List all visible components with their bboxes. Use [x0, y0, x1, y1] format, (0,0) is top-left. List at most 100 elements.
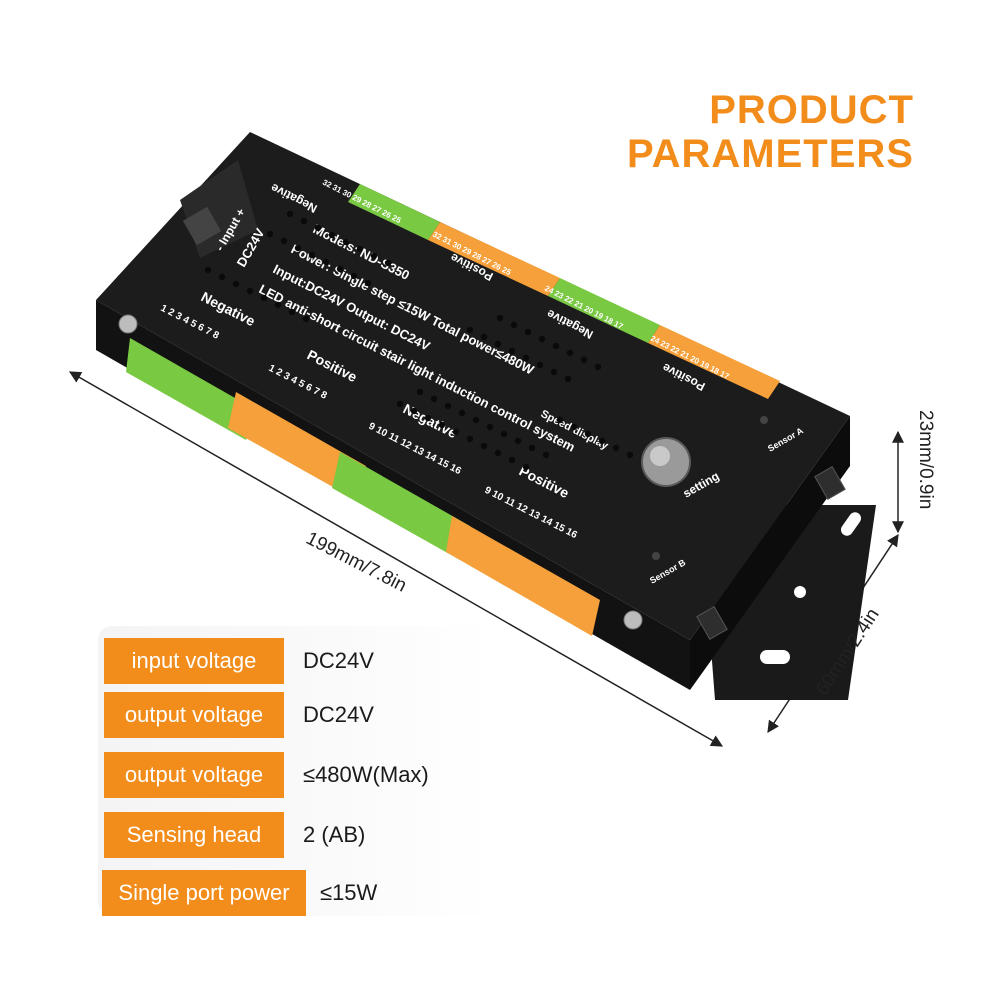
indicator-led: [536, 361, 544, 369]
indicator-led: [552, 342, 560, 350]
sensor-b-indicator: [652, 552, 660, 560]
indicator-led: [430, 395, 438, 403]
back-terminal-green-2: [548, 278, 660, 343]
indicator-led: [580, 356, 588, 364]
indicator-led: [274, 301, 282, 309]
indicator-led: [364, 279, 372, 287]
spec-row: output voltage DC24V: [98, 692, 492, 738]
indicator-led: [336, 265, 344, 273]
indicator-led: [396, 400, 404, 408]
heading-line-1: PRODUCT: [709, 88, 914, 132]
terminal-green-negative-1-8: [126, 338, 256, 440]
indicator-led: [528, 444, 536, 452]
spec-label: Single port power: [102, 870, 306, 916]
indicator-led: [246, 287, 254, 295]
terminal-orange-positive-1-8: [228, 392, 366, 500]
terminal-orange-positive-9-16: [446, 516, 600, 636]
length-dimension-arrow: [68, 371, 724, 747]
indicator-led: [486, 423, 494, 431]
indicator-led: [302, 315, 310, 323]
spec-row: input voltage DC24V: [98, 638, 492, 684]
indicator-led: [566, 349, 574, 357]
back-terminal-orange-2: [648, 325, 780, 399]
indicator-led: [458, 409, 466, 417]
indicator-led: [204, 266, 212, 274]
spec-table: input voltage DC24V output voltage DC24V…: [98, 626, 492, 916]
indicator-led: [322, 258, 330, 266]
indicator-led: [510, 321, 518, 329]
indicator-led: [314, 224, 322, 232]
setting-button-highlight: [650, 446, 670, 466]
indicator-led: [494, 340, 502, 348]
indicator-led: [500, 430, 508, 438]
device-right-side: [690, 416, 850, 690]
indicator-led: [570, 423, 578, 431]
indicator-led: [466, 326, 474, 334]
spec-value: DC24V: [303, 702, 374, 727]
indicator-led: [522, 354, 530, 362]
sensor-a-port: [814, 466, 846, 500]
sensor-a-indicator: [760, 416, 768, 424]
indicator-led: [598, 437, 606, 445]
spec-value: DC24V: [303, 648, 374, 673]
indicator-led: [438, 421, 446, 429]
spec-row: Sensing head 2 (AB): [98, 812, 492, 858]
product-parameters-heading: PRODUCT PARAMETERS: [627, 88, 914, 176]
spec-row: Single port power ≤15W: [98, 870, 492, 916]
terminal-green-negative-9-16: [332, 452, 470, 560]
indicator-led: [564, 375, 572, 383]
indicator-led: [328, 231, 336, 239]
screw-right: [623, 610, 643, 630]
indicator-led: [508, 347, 516, 355]
indicator-led: [416, 388, 424, 396]
heading-line-2: PARAMETERS: [626, 132, 914, 176]
mount-slot: [760, 650, 790, 664]
device-top-face: [96, 132, 850, 640]
spec-value: ≤480W(Max): [303, 762, 429, 787]
indicator-led: [260, 294, 268, 302]
indicator-led: [524, 328, 532, 336]
indicator-led: [350, 272, 358, 280]
indicator-led: [232, 280, 240, 288]
indicator-led: [308, 251, 316, 259]
indicator-led: [522, 463, 530, 471]
back-terminal-green-1: [348, 184, 440, 240]
indicator-led: [410, 407, 418, 415]
indicator-led: [550, 368, 558, 376]
indicator-led: [424, 414, 432, 422]
indicator-led: [286, 210, 294, 218]
indicator-led: [514, 437, 522, 445]
indicator-led: [594, 363, 602, 371]
spec-value: ≤15W: [320, 880, 378, 905]
height-dimension: 23mm/0.9in: [915, 410, 936, 510]
indicator-led: [480, 333, 488, 341]
spec-label: Sensing head: [104, 812, 284, 858]
indicator-led: [584, 430, 592, 438]
mount-hole: [794, 586, 806, 598]
indicator-led: [218, 273, 226, 281]
indicator-led: [538, 335, 546, 343]
indicator-led: [480, 442, 488, 450]
indicator-led: [288, 308, 296, 316]
spec-label: input voltage: [104, 638, 284, 684]
indicator-led: [280, 237, 288, 245]
indicator-led: [384, 259, 392, 267]
indicator-led: [612, 444, 620, 452]
spec-label: output voltage: [104, 752, 284, 798]
screw-left: [118, 314, 138, 334]
indicator-led: [452, 428, 460, 436]
indicator-led: [556, 416, 564, 424]
indicator-led: [294, 244, 302, 252]
back-terminal-orange-1: [428, 222, 560, 296]
spec-row: output voltage ≤480W(Max): [98, 752, 492, 798]
indicator-led: [466, 435, 474, 443]
indicator-led: [300, 217, 308, 225]
indicator-led-rows: [204, 210, 634, 471]
spec-label: output voltage: [104, 692, 284, 738]
sensor-b-port: [696, 606, 728, 640]
indicator-led: [472, 416, 480, 424]
indicator-led: [494, 449, 502, 457]
indicator-led: [356, 245, 364, 253]
indicator-led: [542, 451, 550, 459]
